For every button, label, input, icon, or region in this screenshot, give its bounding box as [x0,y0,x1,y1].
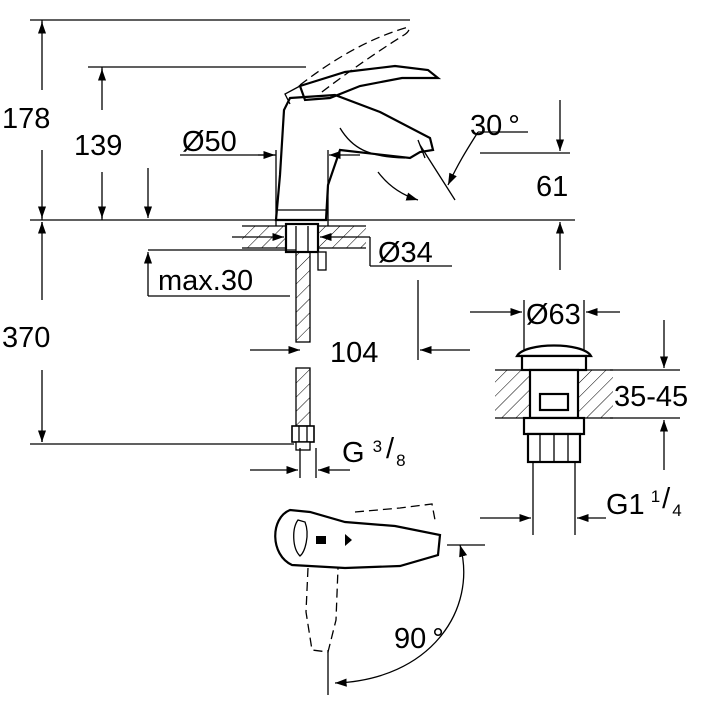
dim-angle-30-value: 30° [470,110,520,142]
dim-diameter-63-label: Ø63 [526,299,581,331]
dim-diameter-50 [180,150,360,226]
dim-35-45-label: 35-45 [614,381,688,413]
dim-g38-den: 8 [396,451,405,470]
dim-diameter-50-label: Ø50 [182,126,237,158]
dim-61-label: 61 [536,171,568,203]
supply-hose [291,251,327,451]
dim-139 [88,66,306,220]
dim-370 [30,222,294,445]
dim-g114-slash: / [662,483,671,515]
dim-104 [250,280,470,360]
dim-g38-num: 3 [373,437,382,456]
waste-fitting [495,344,613,535]
dim-g114-den: 4 [672,501,681,520]
dim-g38-main: G [342,437,365,469]
dim-diameter-34-label: Ø34 [378,237,433,269]
dim-rotation-90-degree: ° [432,623,444,655]
dim-104-label: 104 [330,337,378,369]
dim-178 [30,19,410,220]
dim-35-45 [610,320,680,470]
dim-g114-num: 1 [651,487,660,506]
dim-370-label: 370 [2,322,50,354]
dim-rotation-90 [327,544,485,695]
faucet-lever [284,64,442,105]
dim-angle-30-number: 30 [470,110,502,142]
dim-max-30 [143,249,296,297]
lever-raised-position [299,26,410,96]
dim-139-label: 139 [74,130,122,162]
dim-g114-main: G1 [606,489,645,521]
dim-angle-30-degree: ° [508,110,520,142]
dim-g38 [250,448,350,478]
dim-diameter-63 [470,300,620,350]
top-view-handle [274,503,442,653]
dim-178-label: 178 [2,103,50,135]
dim-rotation-90-value: 90° [394,623,444,655]
dim-g114-value: G1 1/4 [606,483,682,521]
mounting-section [242,222,366,254]
dim-rotation-90-number: 90 [394,623,426,655]
dim-diameter-34 [232,232,452,267]
faucet-body [274,93,435,222]
dim-g38-slash: / [386,433,395,465]
dim-max-30-label: max.30 [158,265,253,297]
dim-angle-30 [377,131,570,201]
